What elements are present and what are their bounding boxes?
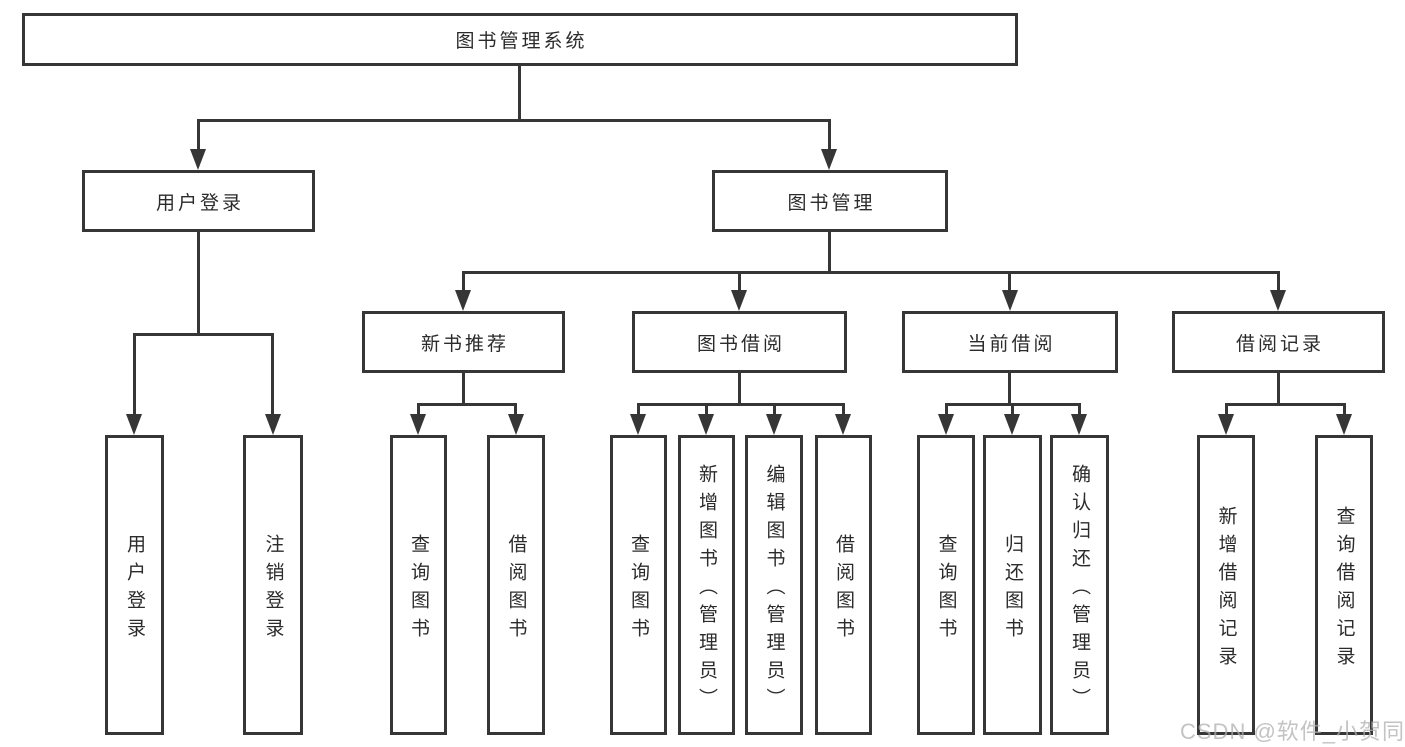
connector-bookmgmt-branch [462, 271, 1279, 274]
leaf-return-books: 归还图书 [983, 435, 1042, 735]
node-new-book-recommend: 新书推荐 [362, 311, 565, 373]
connector-drop-query-borrow [637, 403, 640, 416]
connector-root-branch [197, 119, 831, 122]
connector-drop-book-management [828, 119, 831, 151]
connector-borrowing-stem [738, 373, 741, 405]
node-borrow-records: 借阅记录 [1172, 311, 1385, 373]
connector-drop-leaf-user-login [133, 333, 136, 416]
connector-drop-book-borrowing [738, 271, 741, 292]
node-book-borrowing: 图书借阅 [632, 311, 847, 373]
connector-recommend-branch [417, 403, 517, 406]
arrowhead-current-borrowing [1002, 290, 1018, 311]
connector-drop-new-book-recommend [462, 271, 465, 292]
connector-drop-query-recommend [417, 403, 420, 416]
arrowhead-leaf-logout [265, 414, 281, 435]
arrowhead-book-management [821, 149, 837, 170]
node-library-system: 图书管理系统 [22, 13, 1018, 66]
connector-drop-query-current [945, 403, 948, 416]
arrowhead-edit-books [766, 414, 782, 435]
node-user-login: 用户登录 [82, 170, 315, 232]
arrowhead-add-books [698, 414, 714, 435]
arrowhead-new-book-recommend [455, 290, 471, 311]
leaf-add-books-admin: 新增图书（管理员） [678, 435, 735, 735]
arrowhead-return-books [1004, 414, 1020, 435]
arrowhead-borrow-books [835, 414, 851, 435]
connector-root-stem [518, 66, 521, 122]
leaf-add-borrow-record: 新增借阅记录 [1197, 435, 1255, 735]
leaf-user-login: 用户登录 [105, 435, 164, 735]
leaf-confirm-return-admin: 确认归还（管理员） [1050, 435, 1109, 735]
leaf-query-books-current: 查询图书 [917, 435, 975, 735]
connector-bookmgmt-stem [828, 232, 831, 273]
csdn-watermark: CSDN @软件_小贺同学 [1180, 719, 1405, 744]
leaf-logout: 注销登录 [243, 435, 303, 735]
leaf-borrow-books: 借阅图书 [815, 435, 872, 735]
connector-drop-borrow-recommend [514, 403, 517, 416]
connector-records-branch [1225, 403, 1345, 406]
connector-drop-add-record [1225, 403, 1228, 416]
leaf-query-books-recommend: 查询图书 [390, 435, 447, 735]
arrowhead-borrow-recommend [508, 414, 524, 435]
arrowhead-confirm-return [1071, 414, 1087, 435]
connector-drop-borrow-records [1277, 271, 1280, 292]
connector-drop-add-books [705, 403, 708, 416]
connector-drop-leaf-logout [271, 333, 274, 416]
arrowhead-query-current [938, 414, 954, 435]
connector-drop-user-login [197, 119, 200, 151]
arrowhead-add-record [1218, 414, 1234, 435]
leaf-borrow-books-recommend: 借阅图书 [487, 435, 545, 735]
arrowhead-book-borrowing [731, 290, 747, 311]
connector-drop-return-books [1011, 403, 1014, 416]
arrowhead-query-record [1336, 414, 1352, 435]
arrowhead-borrow-records [1270, 290, 1286, 311]
leaf-query-books-borrow: 查询图书 [610, 435, 667, 735]
connector-userlogin-branch [133, 333, 274, 336]
arrowhead-query-borrow [630, 414, 646, 435]
connector-records-stem [1277, 373, 1280, 405]
connector-userlogin-stem [197, 232, 200, 335]
node-current-borrowing: 当前借阅 [902, 311, 1118, 373]
arrowhead-user-login [190, 149, 206, 170]
leaf-edit-books-admin: 编辑图书（管理员） [745, 435, 803, 735]
connector-drop-current-borrowing [1008, 271, 1011, 292]
node-book-management: 图书管理 [712, 170, 948, 232]
arrowhead-query-recommend [410, 414, 426, 435]
connector-drop-edit-books [773, 403, 776, 416]
connector-current-stem [1008, 373, 1011, 405]
connector-drop-confirm-return [1078, 403, 1081, 416]
arrowhead-leaf-user-login [126, 414, 142, 435]
connector-drop-borrow-books [842, 403, 845, 416]
leaf-query-borrow-record: 查询借阅记录 [1315, 435, 1373, 735]
connector-borrowing-branch [637, 403, 844, 406]
connector-recommend-stem [462, 373, 465, 405]
connector-drop-query-record [1343, 403, 1346, 416]
